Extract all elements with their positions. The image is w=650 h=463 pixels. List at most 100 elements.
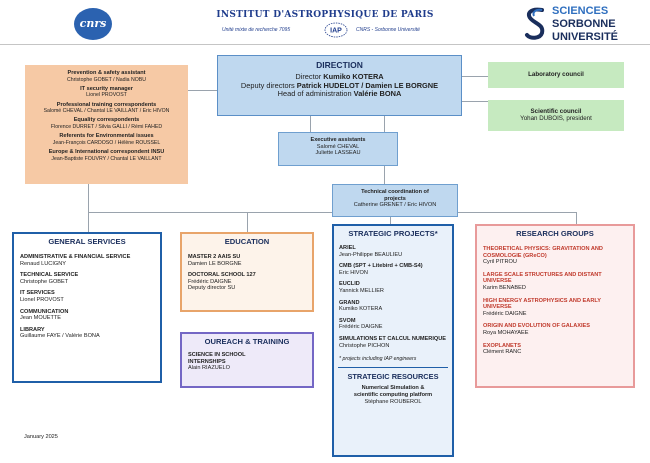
scientific-council-title: Scientific council	[530, 108, 582, 115]
executive-assistants-box: Executive assistants Salomé CHEVAL Julie…	[278, 132, 398, 166]
su-line2: SORBONNE	[552, 18, 616, 30]
institute-subtitle-left: Unité mixte de recherche 7095	[222, 27, 291, 33]
research-item-people: Cyril PITROU	[483, 259, 517, 266]
strategic-projects-box: STRATEGIC PROJECTS* ARIEL Jean-Philippe …	[332, 224, 454, 457]
general-item-title: IT SERVICES	[20, 290, 55, 297]
strategic-item-title: EUCLID	[339, 281, 360, 288]
direction-title: DIRECTION	[316, 60, 363, 70]
iap-logo-text: IAP	[330, 28, 342, 35]
research-item-title: ORIGIN AND EVOLUTION OF GALAXIES	[483, 323, 591, 330]
support-role-title: Europe & International correspondent INS…	[48, 148, 165, 155]
education-item: MASTER 2 AAIS SU Damien LE BORGNE	[188, 254, 306, 267]
outreach-box: OUREACH & TRAINING SCIENCE IN SCHOOL INT…	[180, 332, 314, 388]
strategic-item: CMB (SPT + Litebird + CMB-S4) Eric HIVON	[339, 263, 447, 276]
support-role-people: Salomé CHEVAL / Chantal LE VAILLANT / Er…	[43, 108, 170, 115]
research-groups-box: RESEARCH GROUPS THEORETICAL PHYSICS: GRA…	[475, 224, 635, 388]
deputy-line: Deputy directors Patrick HUDELOT / Damie…	[218, 80, 461, 91]
strategic-item-people: Jean-Philippe BEAULIEU	[339, 251, 403, 258]
strategic-item-people: Kumiko KOTERA	[339, 306, 383, 313]
admin-name: Valérie BONA	[353, 89, 402, 99]
strategic-item-people: Yannick MELLIER	[339, 287, 384, 294]
general-item-people: Jean MOUETTE	[20, 315, 62, 322]
support-role-title: Professional training correspondents	[56, 101, 157, 108]
outreach-item-title: SCIENCE IN SCHOOL	[188, 352, 246, 358]
general-item: IT SERVICES Lionel PROVOST	[20, 290, 154, 303]
deputy-names: Patrick HUDELOT / Damien LE BORGNE	[296, 80, 439, 90]
outreach-item-title: INTERNSHIPS	[188, 358, 226, 365]
iap-logo: IAP	[324, 22, 348, 38]
sorbonne-wordmark: SCIENCES SORBONNE UNIVERSITÉ	[552, 6, 618, 43]
support-item: Europe & International correspondent INS…	[25, 149, 188, 162]
resources-title: STRATEGIC RESOURCES	[347, 372, 439, 382]
research-item-people: Roya MOHAYAEE	[483, 329, 529, 336]
support-roles-box: Prevention & safety assistant Christophe…	[25, 65, 188, 184]
research-item: ORIGIN AND EVOLUTION OF GALAXIES Roya MO…	[483, 323, 627, 336]
scientific-council-people: Yohan DUBOIS, president	[520, 115, 592, 123]
general-item-people: Guillaume FAYE / Valérie BONA	[20, 333, 100, 340]
resources-line: Numerical Simulation &	[361, 385, 425, 392]
resources-line: scientific computing platform	[353, 391, 433, 398]
general-services-title: GENERAL SERVICES	[48, 237, 126, 246]
strategic-item: GRAND Kumiko KOTERA	[339, 300, 447, 313]
general-item: LIBRARY Guillaume FAYE / Valérie BONA	[20, 327, 154, 340]
support-role-people: Jean-François CARDOSO / Hélène ROUSSEL	[52, 139, 161, 146]
research-item-people: Karim BENABED	[483, 284, 526, 291]
sorbonne-logo-icon	[525, 7, 545, 40]
research-item-title: LARGE SCALE STRUCTURES AND DISTANT UNIVE…	[483, 271, 602, 285]
director-name: Kumiko KOTERA	[323, 72, 384, 81]
executive-person: Juliette LASSEAU	[315, 150, 361, 157]
connector	[247, 212, 248, 232]
general-item: ADMINISTRATIVE & FINANCIAL SERVICE Renau…	[20, 254, 154, 267]
executive-person: Salomé CHEVAL	[316, 143, 360, 150]
general-item-title: LIBRARY	[20, 326, 45, 333]
connector	[188, 90, 218, 91]
education-item-people: Damien LE BORGNE	[188, 260, 242, 267]
institute-subtitle-right: CNRS - Sorbonne Université	[356, 27, 420, 33]
research-item-title: HIGH ENERGY ASTROPHYSICS AND EARLY UNIVE…	[483, 297, 601, 311]
research-item: LARGE SCALE STRUCTURES AND DISTANT UNIVE…	[483, 272, 627, 292]
su-line1: SCIENCES	[552, 5, 609, 17]
general-item-people: Christophe GOBET	[20, 278, 69, 285]
resources-people: Stéphane ROUBEROL	[364, 398, 422, 405]
research-item-people: Clément RANC	[483, 349, 522, 356]
research-item: THEORETICAL PHYSICS: GRAVITATION AND COS…	[483, 246, 627, 266]
research-item: HIGH ENERGY ASTROPHYSICS AND EARLY UNIVE…	[483, 298, 627, 318]
strategic-item-title: CMB (SPT + Litebird + CMB-S4)	[339, 263, 423, 270]
support-item: Professional training correspondents Sal…	[25, 102, 188, 115]
strategic-item-title: SIMULATIONS ET CALCUL NUMERIQUE	[339, 335, 447, 342]
education-item-title: MASTER 2 AAIS SU	[188, 254, 241, 260]
connector	[310, 116, 311, 132]
scientific-council-box: Scientific council Yohan DUBOIS, preside…	[488, 100, 624, 131]
support-role-people: Lionel PROVOST	[86, 92, 127, 99]
admin-line: Head of administration Valérie BONA	[218, 89, 461, 99]
strategic-item-title: GRAND	[339, 299, 360, 306]
support-item: Referents for Environmental issues Jean-…	[25, 133, 188, 146]
strategic-item-title: ARIEL	[339, 245, 356, 251]
header-divider	[0, 44, 650, 45]
connector	[462, 76, 488, 77]
support-role-people: Jean-Baptiste FOUVRY / Chantal LE VAILLA…	[51, 155, 162, 162]
research-item-title: EXOPLANETS	[483, 342, 521, 349]
institute-title: Institut d'astrophysique de Paris	[216, 10, 434, 20]
support-item: Equality correspondents Florence DURRET …	[25, 117, 188, 130]
strategic-footnote: * projects including IAP engineers	[339, 356, 417, 363]
support-role-title: IT security manager	[80, 85, 133, 92]
outreach-title: OUREACH & TRAINING	[204, 337, 290, 346]
direction-box: DIRECTION Director Kumiko KOTERA Deputy …	[217, 55, 462, 116]
education-item-extra: Deputy director SU	[188, 285, 236, 292]
support-item: Prevention & safety assistant Christophe…	[25, 70, 188, 83]
support-role-people: Christophe GOBET / Nadia NOBU	[67, 76, 146, 83]
tech-title-line1: Technical coordination of	[361, 189, 429, 195]
general-item-title: ADMINISTRATIVE & FINANCIAL SERVICE	[20, 254, 131, 260]
connector	[88, 212, 89, 232]
laboratory-council-box: Laboratory council	[488, 62, 624, 88]
connector	[462, 101, 488, 102]
laboratory-council-title: Laboratory council	[528, 71, 584, 78]
research-item-title: THEORETICAL PHYSICS: GRAVITATION AND COS…	[483, 246, 603, 259]
tech-people: Catherine GRENET / Eric HIVON	[353, 202, 437, 209]
education-item-people: Frédéric DAIGNE	[188, 278, 232, 285]
connector	[390, 212, 391, 224]
education-title: EDUCATION	[224, 237, 270, 246]
document-date: January 2025	[24, 434, 58, 440]
general-item-people: Lionel PROVOST	[20, 296, 64, 303]
